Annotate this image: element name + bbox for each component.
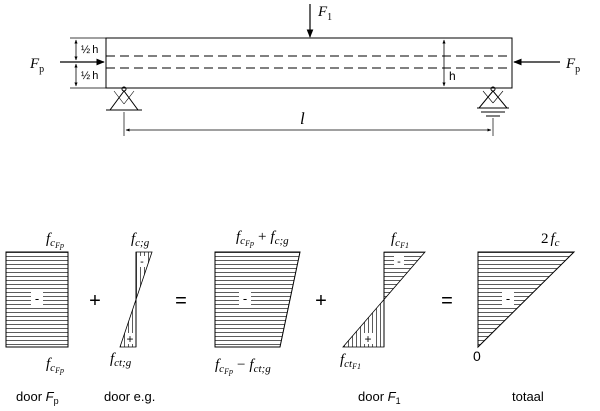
beam: [105, 37, 513, 89]
fp-bottom-stress-label: fcFp: [46, 356, 64, 375]
sign-minus: -: [35, 291, 39, 306]
sum-top-stress-label: fcFp+fc;g: [236, 229, 289, 248]
eg-top-stress-label: fc;g: [131, 231, 150, 249]
operator-plus: +: [89, 290, 101, 312]
f1-bottom-stress-label: fctF1: [340, 352, 361, 371]
stress-diagram-load: - + fcF1 fctF1 door F1: [340, 231, 426, 406]
pin-support: [106, 86, 142, 111]
force-f1-label: F1: [317, 4, 332, 23]
operator-equals: =: [175, 290, 187, 312]
stress-diagram-self-weight: - + fc;g fct;g door e.g.: [104, 231, 155, 404]
stress-diagram-prestress: - fcFp fcFp door Fp: [5, 231, 69, 406]
total-bottom-label: 0: [473, 348, 481, 364]
sign-plus: +: [126, 332, 133, 346]
stress-diagram-combined: - fcFp+fc;g fcFp−fct;g: [214, 229, 301, 376]
operator-plus: +: [315, 290, 327, 312]
eg-bottom-stress-label: fct;g: [110, 351, 132, 369]
sign-minus: -: [506, 291, 510, 306]
height-label: h: [449, 69, 456, 83]
force-fp-right-label: Fp: [565, 56, 580, 75]
operator-equals: =: [441, 290, 453, 312]
caption-total: totaal: [512, 389, 544, 404]
caption-load: door F1: [358, 389, 401, 406]
sign-plus: +: [364, 332, 371, 346]
span-label: l: [300, 109, 305, 128]
sum-bottom-stress-label: fcFp−fct;g: [215, 357, 271, 376]
sign-minus: -: [140, 256, 144, 268]
fp-top-stress-label: fcFp: [46, 231, 64, 250]
force-fp-left-label: Fp: [29, 56, 44, 75]
caption-self-weight: door e.g.: [104, 389, 155, 404]
caption-prestress: door Fp: [16, 389, 59, 406]
f1-top-stress-label: fcF1: [391, 231, 409, 250]
sign-minus: -: [243, 291, 247, 306]
roller-support: [477, 86, 509, 117]
sign-minus: -: [397, 256, 401, 268]
